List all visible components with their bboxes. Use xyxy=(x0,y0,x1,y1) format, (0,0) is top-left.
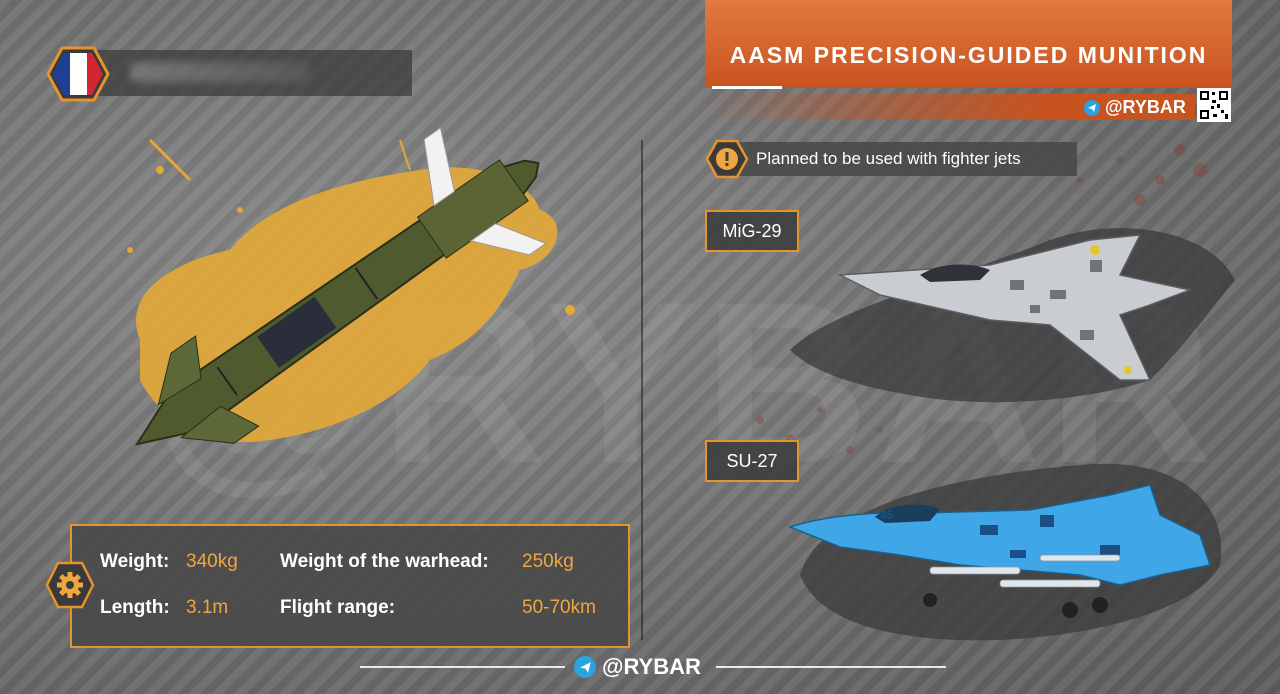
brand-bar xyxy=(705,94,1195,120)
blurred-caption xyxy=(130,62,310,82)
su27-label: SU-27 xyxy=(705,440,799,482)
notice-text: Planned to be used with fighter jets xyxy=(756,149,1021,168)
notice-bar xyxy=(727,142,1077,176)
warhead-label: Weight of the warhead: xyxy=(280,551,489,572)
telegram-icon xyxy=(1084,99,1100,116)
weight-value: 340kg xyxy=(186,551,238,572)
france-flag-icon xyxy=(46,46,110,102)
warning-icon xyxy=(705,139,749,179)
footer-line-left xyxy=(360,666,565,668)
svg-text:45: 45 xyxy=(880,508,894,522)
title-banner: AASM PRECISION-GUIDED MUNITION xyxy=(705,0,1232,88)
weight-label: Weight: xyxy=(100,551,170,572)
footer-brand-text: @RYBAR xyxy=(602,654,701,679)
vertical-divider xyxy=(641,140,643,640)
mig29-image xyxy=(790,228,1235,403)
length-value: 3.1m xyxy=(186,597,229,618)
qr-code-icon[interactable] xyxy=(1197,88,1231,122)
mig29-label: MiG-29 xyxy=(705,210,799,252)
country-bar xyxy=(92,50,412,96)
length-label: Length: xyxy=(100,597,170,618)
aasm-munition-image xyxy=(134,127,547,446)
range-value: 50-70km xyxy=(522,597,596,618)
footer-line-right xyxy=(716,666,946,668)
warhead-value: 250kg xyxy=(522,551,574,572)
su27-image: 45 xyxy=(787,463,1222,641)
telegram-icon xyxy=(574,656,596,678)
specs-panel: Weight: 340kg Weight of the warhead: 250… xyxy=(70,524,630,648)
header-brand[interactable]: @RYBAR xyxy=(1084,97,1186,118)
title-underline xyxy=(712,86,782,89)
header-brand-text: @RYBAR xyxy=(1105,97,1186,117)
footer-brand[interactable]: @RYBAR xyxy=(574,654,701,680)
page-title: AASM PRECISION-GUIDED MUNITION xyxy=(729,42,1208,68)
range-label: Flight range: xyxy=(280,597,396,618)
gear-icon xyxy=(45,561,95,609)
